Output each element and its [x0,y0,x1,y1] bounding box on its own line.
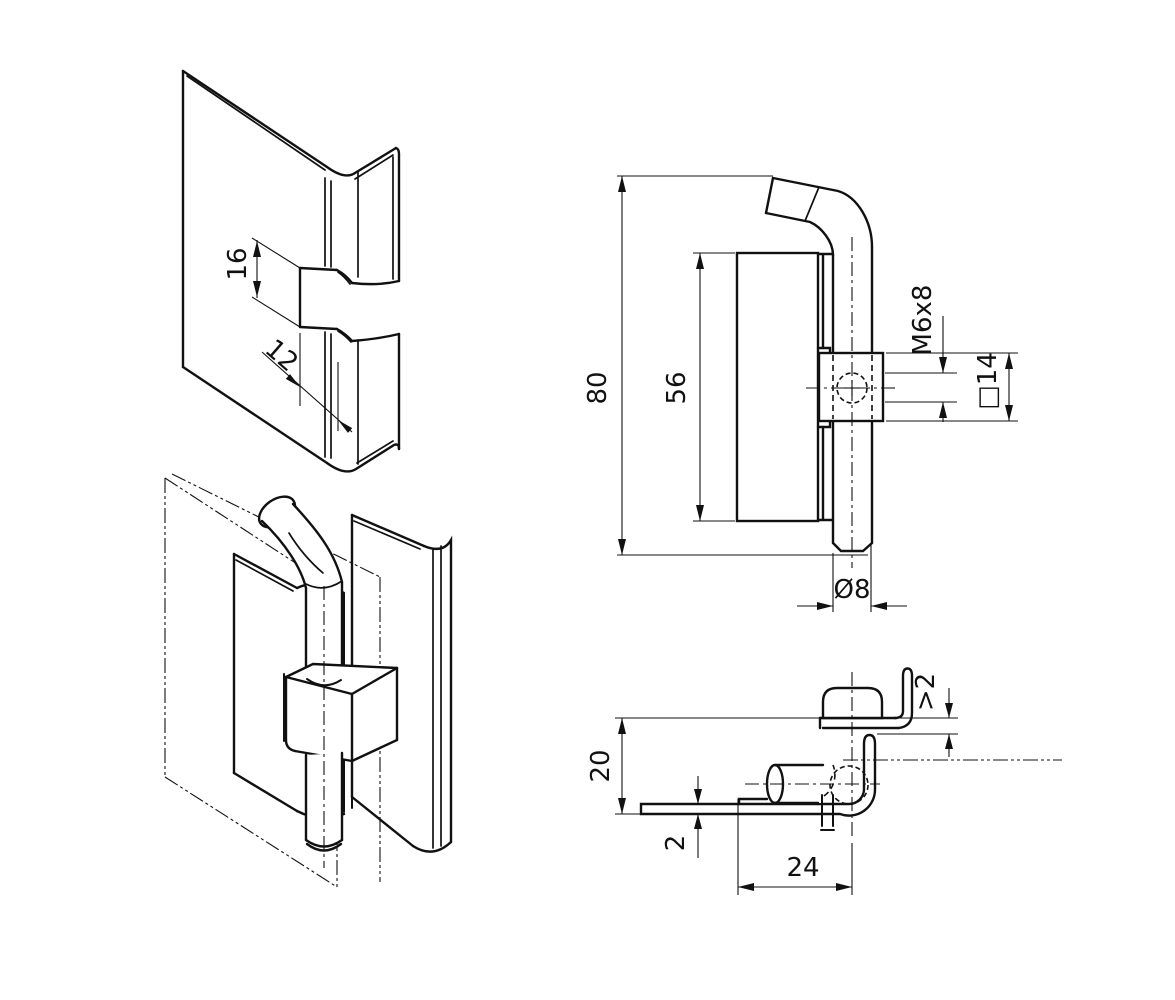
dim-label-20: 20 [586,749,616,782]
dim-sheet-thickness: 2 [661,776,702,858]
dim-label-dia8: Ø8 [833,575,870,605]
dim-notch-height: 16 [223,237,301,328]
dim-notch-depth: 12 [259,333,353,433]
dim-label-80: 80 [583,371,613,404]
dim-label-12: 12 [259,334,304,378]
dim-label-56: 56 [662,371,692,404]
dim-axis-offset: 24 [737,799,852,895]
pin-hidden-circle [829,765,869,805]
dim-label-16: 16 [223,247,253,280]
door-leaf-top-view [639,733,877,817]
dim-overall-height: 80 [583,175,868,556]
dim-leaf-spacing: 20 [586,718,648,815]
dim-label-m6x8: M6x8 [908,285,938,356]
hinge-body-block [817,351,885,423]
dim-label-2: 2 [661,835,691,852]
dim-label-24: 24 [786,853,819,883]
dim-min-clearance: >2 [877,673,958,757]
dim-body-square: □14 [886,352,1018,422]
view-iso-leaf: 16 12 [181,69,401,473]
dim-leaf-height: 56 [662,252,735,522]
dim-label-gt2: >2 [911,673,941,711]
dim-pin-diameter: Ø8 [797,545,907,612]
leaf-side-view [735,251,820,523]
dim-label-sq14: □14 [973,352,1003,410]
view-front: 80 56 [583,175,1018,612]
dim-thread: M6x8 [885,285,957,422]
view-top: 20 2 24 >2 [586,667,1062,895]
view-iso-assembly [164,473,453,888]
